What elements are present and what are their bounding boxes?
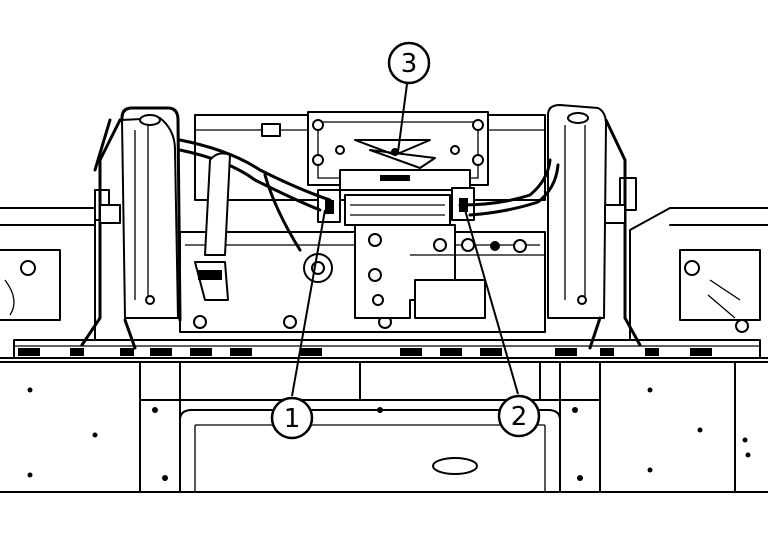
- callout-2-label: 2: [511, 402, 528, 432]
- callout-1: 1: [270, 396, 314, 440]
- callout-2: 2: [497, 394, 541, 438]
- mechanism-plate: [179, 224, 546, 333]
- callout-leaders: [291, 83, 519, 397]
- left-seat-frame: [80, 106, 182, 350]
- right-seat-frame: [547, 104, 642, 350]
- connector-1: [317, 189, 341, 223]
- mounting-rail: [13, 339, 761, 359]
- left-side-housing: [0, 189, 110, 341]
- right-side-housing: [619, 177, 768, 341]
- leader-3: [397, 83, 408, 153]
- leader-1: [291, 209, 326, 397]
- callout-3: 3: [387, 41, 431, 85]
- wiring-harness: [178, 138, 560, 301]
- callout-3-label: 3: [401, 49, 418, 79]
- actuator-module: [194, 111, 546, 226]
- callout-1-label: 1: [284, 404, 301, 434]
- leader-2: [464, 209, 519, 395]
- floor-panel: [0, 357, 768, 493]
